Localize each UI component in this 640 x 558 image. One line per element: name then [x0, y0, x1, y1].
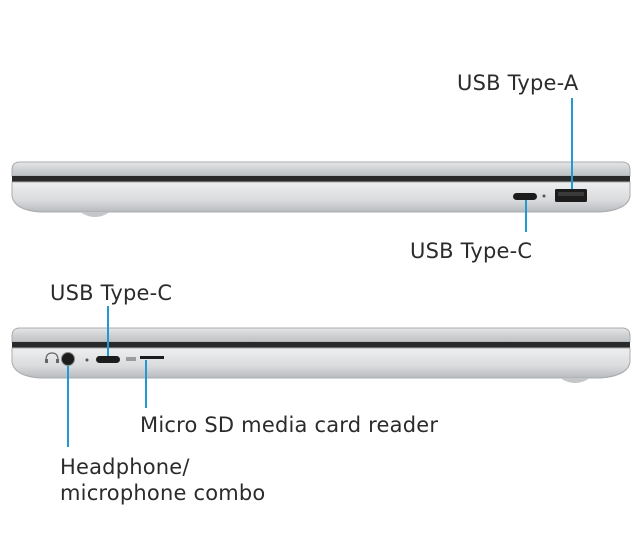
label-usb-c-right: USB Type-C	[410, 239, 533, 263]
label-headphone-line1: Headphone/	[60, 455, 190, 479]
label-headphone-line2: microphone combo	[60, 481, 266, 505]
label-microsd: Micro SD media card reader	[140, 413, 439, 437]
microsd-slot	[140, 356, 164, 359]
laptop-left-side	[11, 306, 631, 447]
laptop-right-side	[11, 98, 631, 232]
label-usb-a: USB Type-A	[457, 71, 579, 95]
label-usb-c-left: USB Type-C	[50, 281, 173, 305]
headphone-icon	[45, 352, 59, 363]
usb-c-port-left	[96, 356, 120, 363]
usb-c-port-right	[513, 193, 537, 200]
audio-jack	[61, 352, 75, 366]
